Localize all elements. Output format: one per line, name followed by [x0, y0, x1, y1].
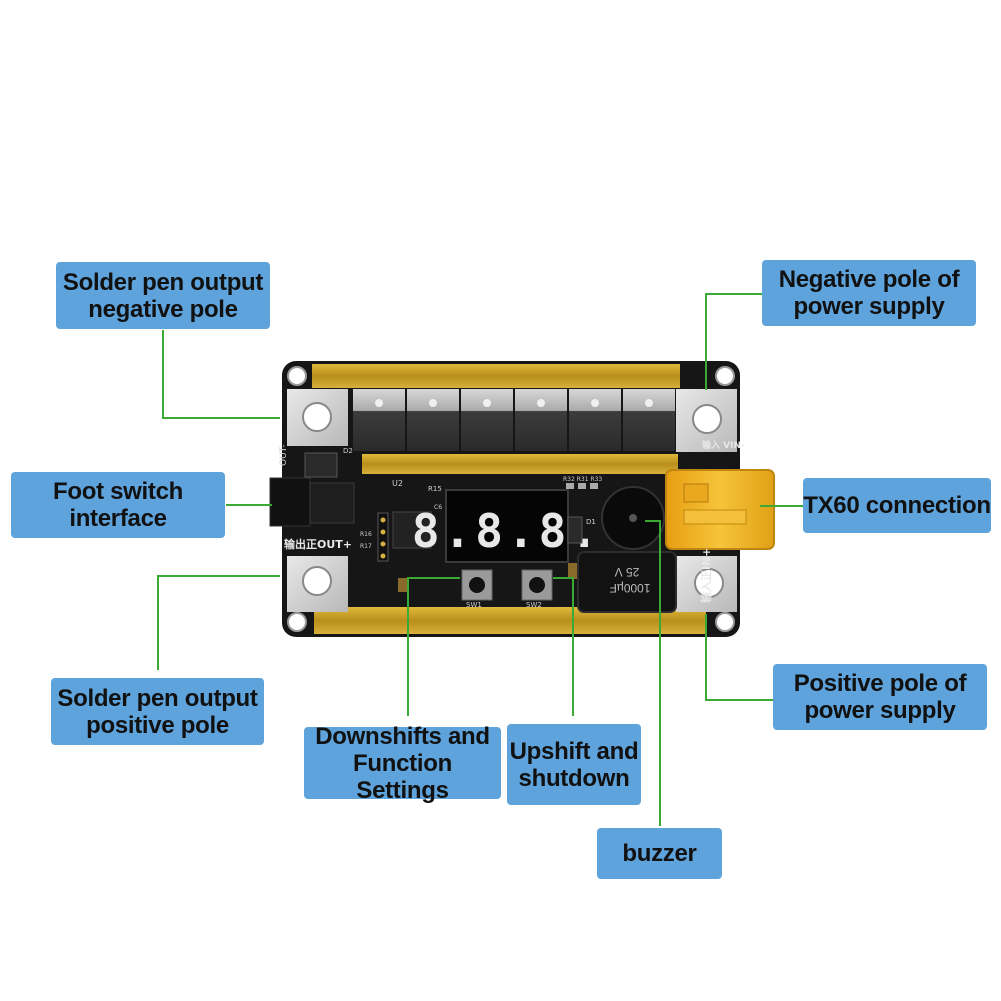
mosfet-hole	[645, 399, 653, 407]
mosfet-hole	[537, 399, 545, 407]
smd-part	[590, 483, 598, 489]
mosfet-hole	[429, 399, 437, 407]
ic-u2	[392, 511, 432, 549]
pin	[380, 529, 386, 535]
callout-upshift: Upshift and shutdown	[507, 724, 641, 805]
silk-r17: R17	[360, 543, 372, 550]
callout-supply-positive-label: Positive pole of power supply	[793, 670, 967, 724]
display-digits: 8.8.8.	[412, 504, 602, 558]
smd-part	[567, 516, 583, 544]
leader-line-buzzer	[645, 520, 661, 826]
copper-bus-middle	[362, 454, 678, 474]
smd-part	[578, 483, 586, 489]
silk-sw1: SW1	[466, 601, 482, 609]
pin	[380, 541, 386, 547]
leader-line-upshift	[553, 577, 574, 716]
pin	[380, 517, 386, 523]
callout-tx60-label: TX60 connection	[803, 492, 991, 519]
smd-part	[568, 563, 578, 579]
silk-sw2: SW2	[526, 601, 542, 609]
mosfet	[353, 389, 405, 451]
leader-line-supply-positive	[705, 614, 773, 701]
buzzer-hole	[629, 514, 637, 522]
pin	[380, 553, 386, 559]
silk-out-minus: OUT-	[279, 444, 289, 466]
mosfet	[407, 389, 459, 451]
callout-foot-switch: Foot switch interface	[11, 472, 225, 538]
callout-downshift: Downshifts and Function Settings	[304, 723, 501, 804]
pcb-board: 8.8.8. 25 V 1000µF 输出正OUT+ OUT- 输入正IN+ 输…	[269, 361, 775, 637]
callout-solder-negative-label: Solder pen output negative pole	[62, 268, 264, 323]
pin-header	[377, 512, 389, 562]
callout-supply-positive: Positive pole of power supply	[773, 664, 987, 730]
callout-tx60: TX60 connection	[803, 478, 991, 533]
silk-d2: D2	[343, 447, 353, 455]
smd-part	[566, 483, 574, 489]
smd-part	[398, 578, 407, 592]
silk-d1: D1	[586, 518, 596, 526]
silk-out-plus: 输出正OUT+	[284, 537, 352, 551]
mounting-hole	[715, 612, 735, 632]
leader-lines	[157, 293, 803, 826]
terminal-hole	[302, 566, 332, 596]
mosfet	[569, 389, 621, 451]
seven-segment-display	[445, 489, 569, 563]
silk-in-plus: 输入正IN+	[699, 547, 713, 603]
silk-r16: R16	[360, 531, 372, 538]
leader-line-solder-negative	[162, 330, 280, 419]
xt60-ridge	[683, 509, 747, 525]
terminal-hole	[302, 402, 332, 432]
callout-solder-negative: Solder pen output negative pole	[56, 262, 270, 329]
callout-solder-positive-label: Solder pen output positive pole	[57, 684, 258, 739]
silk-vin-minus: 输入 VIN-	[702, 439, 745, 451]
silk-u2: U2	[392, 479, 403, 488]
capacitor-value-label: 1000µF	[610, 581, 651, 595]
mosfet-hole	[483, 399, 491, 407]
mosfet	[461, 389, 513, 451]
callout-supply-negative-label: Negative pole of power supply	[778, 266, 960, 320]
foot-switch-jack	[269, 477, 311, 527]
callout-buzzer-label: buzzer	[622, 840, 697, 867]
xt60-latch	[683, 483, 709, 503]
callout-upshift-label: Upshift and shutdown	[509, 737, 639, 792]
capacitor-voltage-label: 25 V	[615, 565, 640, 579]
foot-switch-jack-body	[309, 482, 355, 524]
callout-buzzer: buzzer	[597, 828, 722, 879]
leader-line-downshift	[407, 577, 460, 716]
mosfet-row	[353, 389, 675, 451]
leader-line-supply-negative	[705, 293, 762, 390]
capacitor	[577, 551, 677, 613]
mosfet	[515, 389, 567, 451]
terminal-hole	[694, 568, 724, 598]
downshift-button-cap[interactable]	[469, 577, 485, 593]
callout-supply-negative: Negative pole of power supply	[762, 260, 976, 326]
callout-foot-switch-label: Foot switch interface	[52, 478, 184, 532]
diode-d2	[304, 452, 338, 478]
upshift-button-cap[interactable]	[529, 577, 545, 593]
leader-line-solder-positive	[157, 575, 280, 670]
downshift-button[interactable]	[461, 569, 493, 601]
mounting-hole	[287, 612, 307, 632]
mounting-hole	[287, 366, 307, 386]
terminal-hole	[692, 404, 722, 434]
copper-bus-top	[312, 364, 680, 388]
mosfet-hole	[375, 399, 383, 407]
silk-r15: R15	[428, 485, 442, 493]
silk-r32: R32 R31 R33	[563, 476, 602, 483]
callout-downshift-label: Downshifts and Function Settings	[315, 722, 490, 804]
silk-c6: C6	[434, 504, 442, 511]
mosfet	[623, 389, 675, 451]
callout-solder-positive: Solder pen output positive pole	[51, 678, 264, 745]
mosfet-hole	[591, 399, 599, 407]
mounting-hole	[715, 366, 735, 386]
